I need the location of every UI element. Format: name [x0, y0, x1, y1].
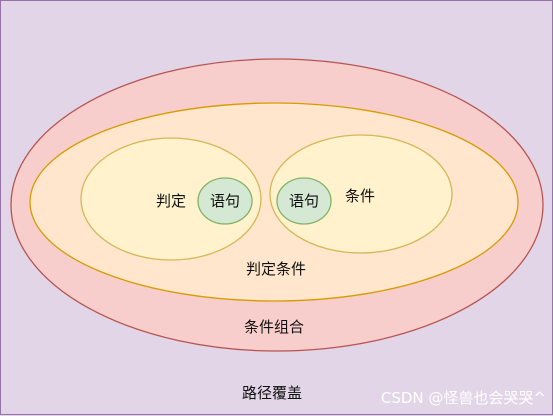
statement-circle-right	[276, 177, 332, 225]
csdn-watermark: CSDN @怪兽也会哭哭^	[381, 389, 546, 407]
statement-label-left: 语句	[210, 192, 240, 210]
decision-label: 判定	[156, 192, 186, 210]
statement-circle-left	[197, 177, 253, 225]
decision-ellipse	[80, 137, 262, 261]
condition-combination-label: 条件组合	[244, 318, 304, 336]
statement-label-right: 语句	[289, 192, 319, 210]
decision-condition-label: 判定条件	[246, 260, 306, 278]
path-coverage-label: 路径覆盖	[242, 384, 302, 402]
condition-label: 条件	[345, 187, 375, 205]
condition-ellipse	[269, 134, 453, 254]
